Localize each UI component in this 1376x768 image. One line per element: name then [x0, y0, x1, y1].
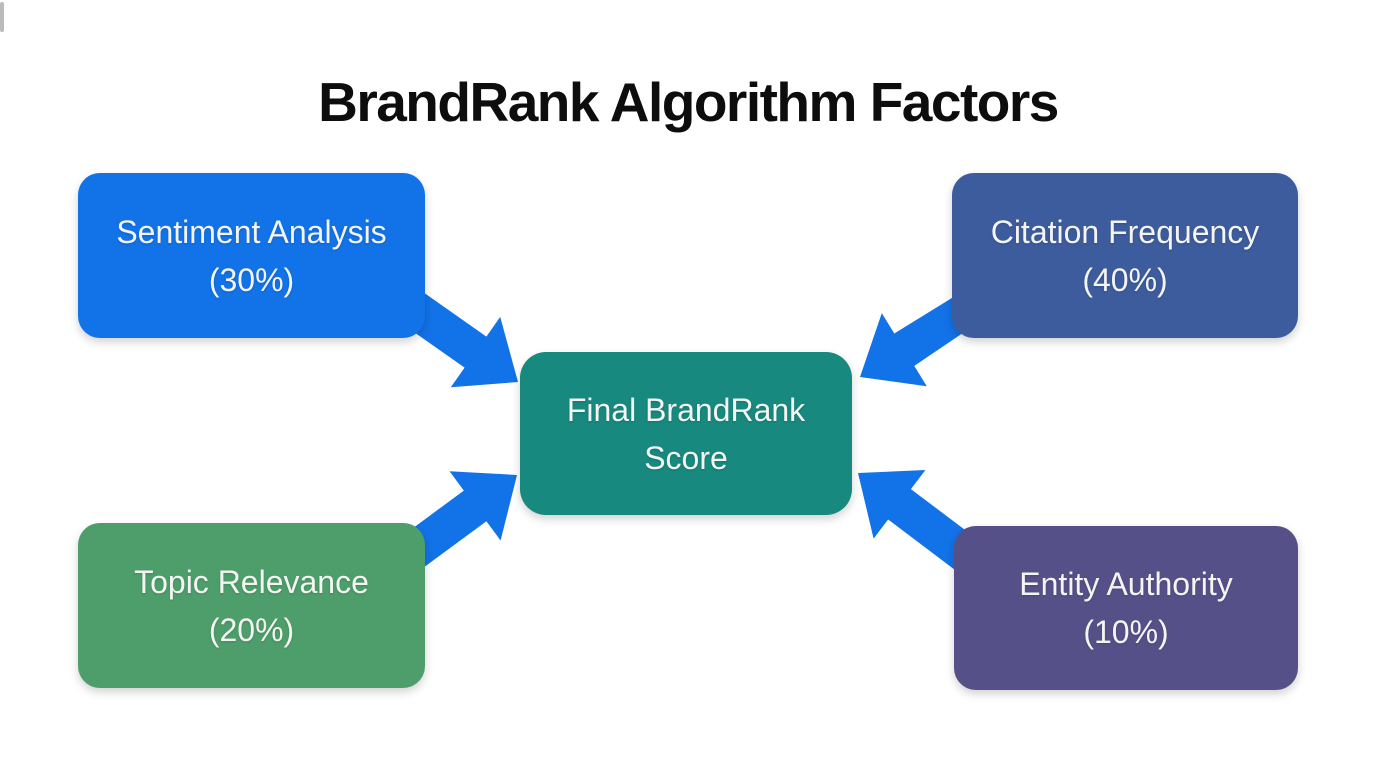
- factor-weight: (40%): [1082, 261, 1168, 298]
- factor-weight: (20%): [208, 611, 295, 648]
- factor-box-sentiment-analysis: Sentiment Analysis (30%): [78, 173, 425, 338]
- final-score-box: Final BrandRank Score: [520, 352, 852, 515]
- final-score-line1: Final BrandRank: [566, 391, 806, 428]
- factor-weight: (10%): [1083, 614, 1169, 650]
- factor-box-topic-relevance: Topic Relevance (20%): [78, 523, 425, 688]
- scan-artifact: [0, 2, 4, 32]
- final-score-line2: Score: [644, 439, 728, 476]
- factor-name: Citation Frequency: [990, 213, 1260, 250]
- factor-name: Topic Relevance: [134, 563, 369, 600]
- factor-name: Entity Authority: [1019, 566, 1233, 602]
- factor-name: Sentiment Analysis: [116, 213, 387, 250]
- factor-box-citation-frequency: Citation Frequency (40%): [952, 173, 1298, 338]
- page-title: BrandRank Algorithm Factors: [318, 71, 1059, 133]
- factor-weight: (30%): [208, 261, 295, 298]
- factor-box-entity-authority: Entity Authority (10%): [954, 526, 1298, 690]
